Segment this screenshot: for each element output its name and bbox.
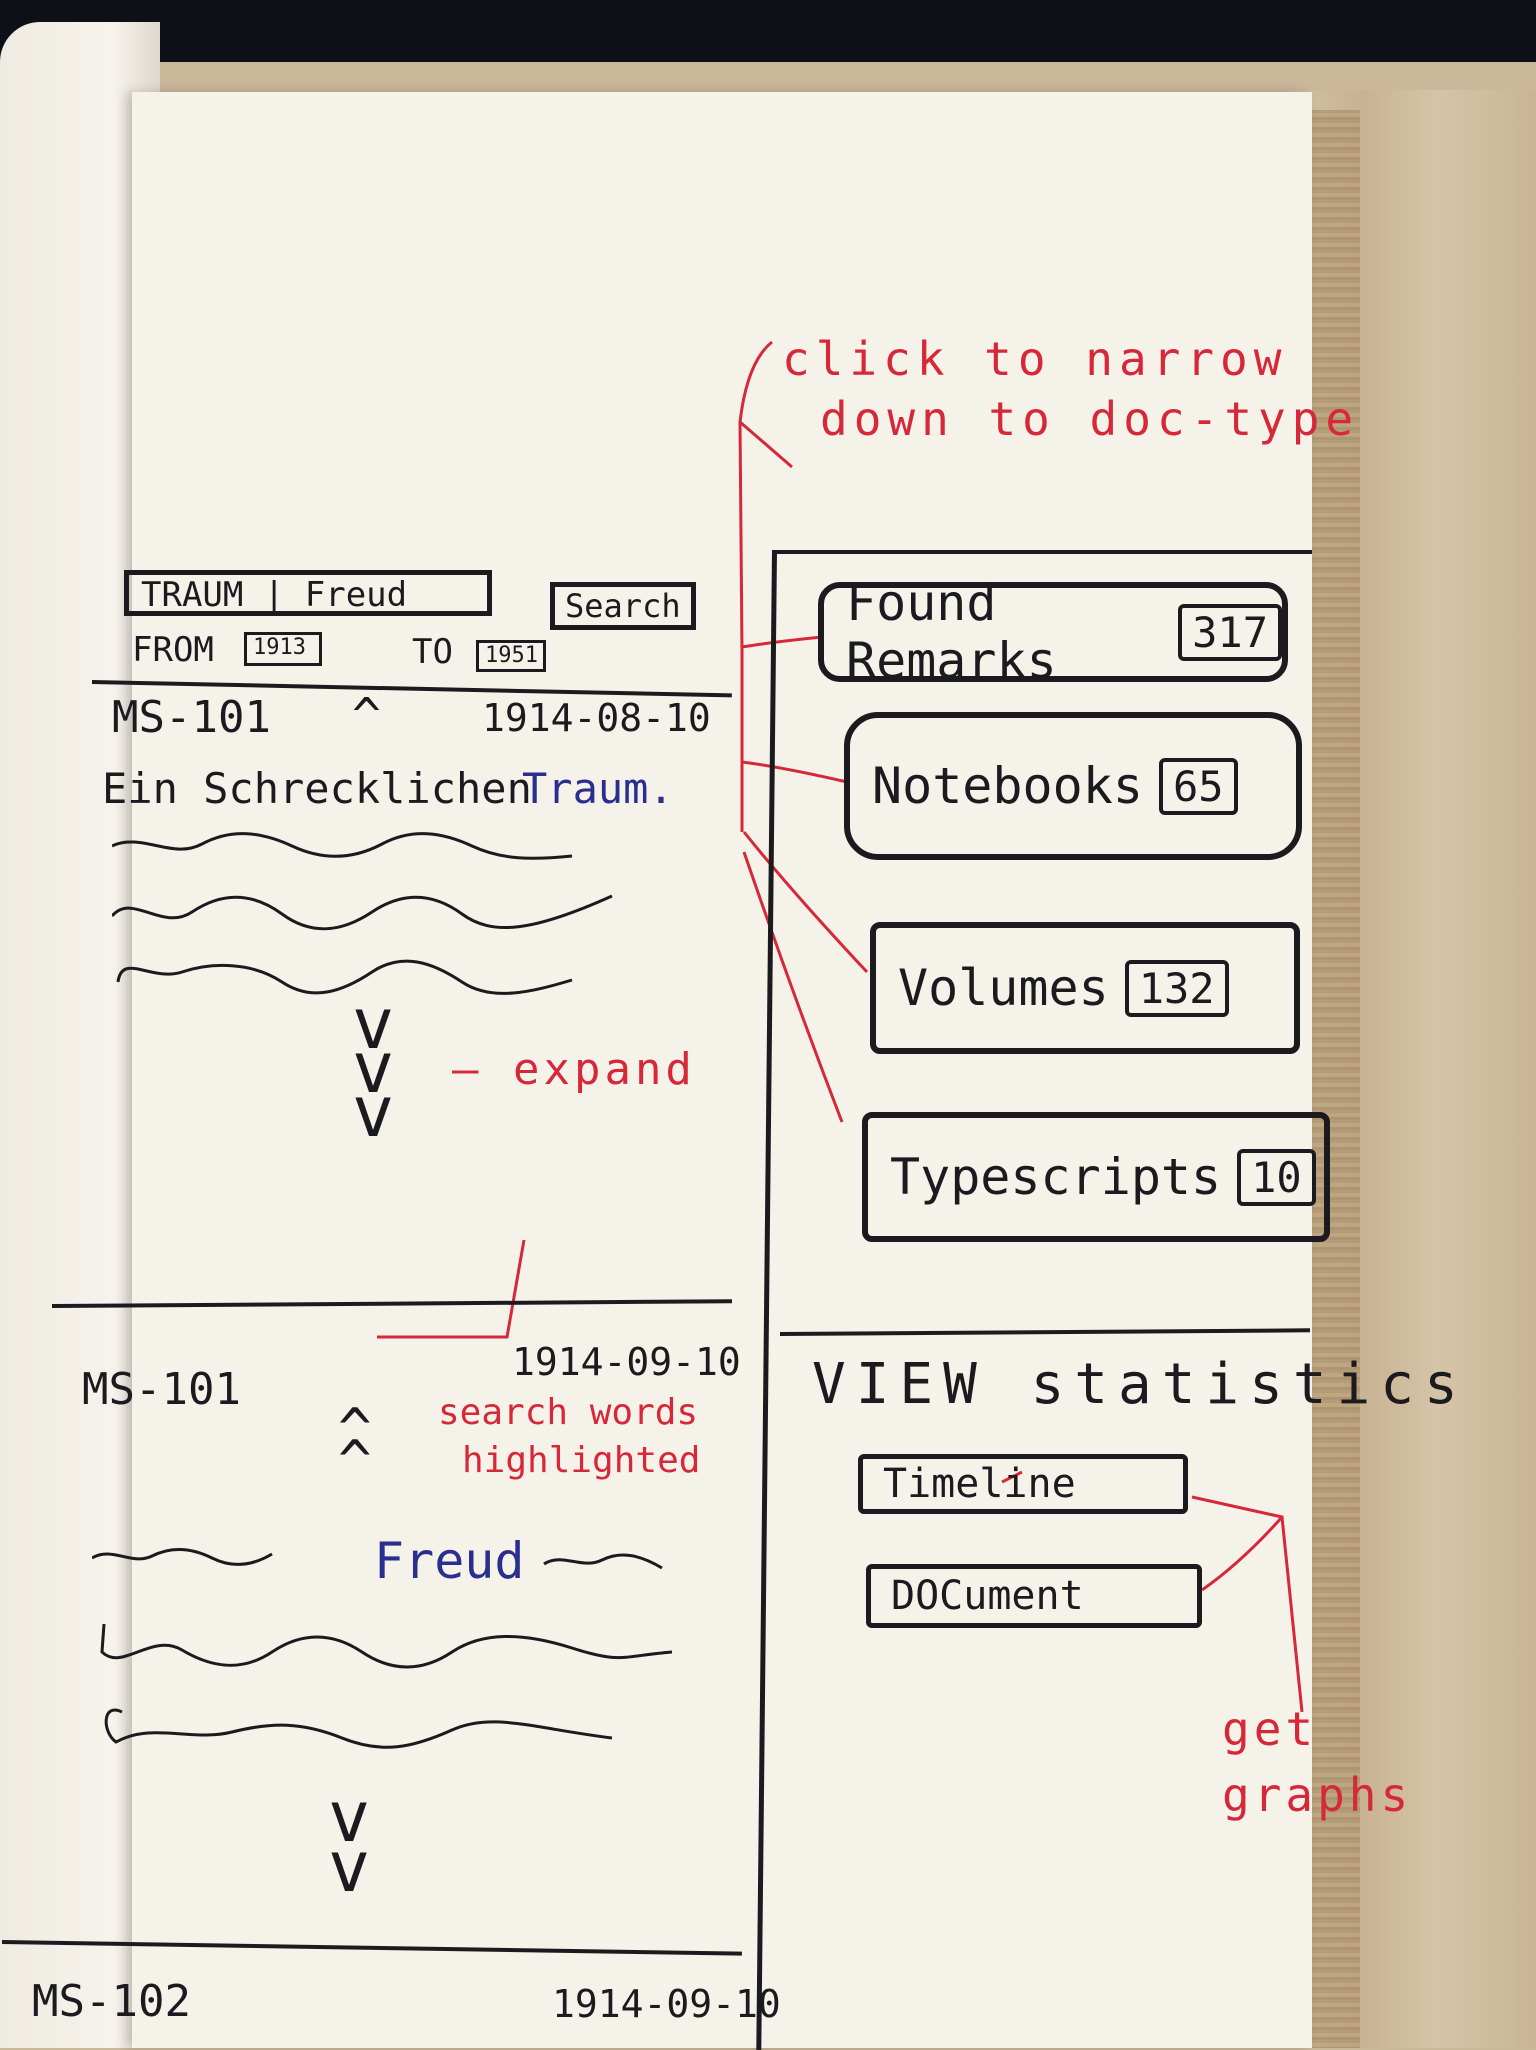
filter-count: 10: [1237, 1148, 1316, 1206]
panel-divider: [756, 549, 777, 2050]
to-label: TO: [412, 632, 453, 672]
result-id: MS-101: [82, 1364, 241, 1415]
statistics-heading: VIEW statistics: [812, 1352, 1468, 1417]
filter-notebooks[interactable]: Notebooks 65: [844, 712, 1302, 860]
search-button-label: Search: [565, 587, 681, 625]
expand-annotation: — expand: [452, 1044, 696, 1095]
from-label: FROM: [132, 630, 214, 670]
statistics-divider: [779, 1328, 1311, 1336]
filter-label: Typescripts: [890, 1148, 1222, 1206]
doc-type-annotation-line2: down to doc-type: [820, 392, 1360, 446]
background-shadow: [0, 0, 1536, 62]
sketch-page: click to narrow down to doc-type TRAUM |…: [1, 92, 1458, 2050]
from-year-input[interactable]: 1913: [244, 632, 322, 666]
result-divider: [51, 1299, 732, 1308]
result-date: 1914-08-10: [482, 696, 711, 740]
filter-count: 132: [1124, 959, 1229, 1017]
filter-label: Volumes: [898, 959, 1109, 1017]
filter-volumes[interactable]: Volumes 132: [870, 922, 1300, 1054]
filter-typescripts[interactable]: Typescripts 10: [862, 1112, 1330, 1242]
to-year-value: 1951: [485, 643, 538, 668]
document-button[interactable]: DOCument: [866, 1564, 1202, 1628]
text-placeholder-lines: [112, 832, 613, 995]
filter-label: Found Remarks: [846, 574, 1057, 690]
result-highlight-word: Freud: [374, 1532, 525, 1590]
text-placeholder-lines: [92, 1547, 673, 1749]
filter-label: Notebooks: [872, 757, 1143, 815]
to-year-input[interactable]: 1951: [476, 640, 546, 672]
doc-type-annotation-line1: click to narrow: [782, 332, 1288, 386]
document-button-label: DOCument: [891, 1573, 1084, 1619]
timeline-button[interactable]: Timeline: [858, 1454, 1188, 1514]
chevron-up-icon[interactable]: ^: [352, 688, 381, 744]
search-query-text: TRAUM | Freud: [141, 575, 408, 615]
highlight-annotation-line2: highlighted: [462, 1440, 701, 1481]
panel-top-border: [772, 550, 1312, 554]
filter-count: 65: [1158, 757, 1238, 815]
chevron-up-icon[interactable]: ^^: [338, 1397, 372, 1494]
highlight-annotation-line1: search words: [438, 1392, 699, 1433]
from-year-value: 1913: [253, 635, 306, 660]
graphs-annotation-line2: graphs: [1222, 1768, 1413, 1822]
search-button[interactable]: Search: [550, 582, 696, 630]
result-date: 1914-09-10: [512, 1340, 741, 1384]
result-excerpt-highlight: Traum.: [522, 764, 674, 813]
result-excerpt-text: Ein Schrecklichen: [102, 764, 532, 813]
result-id: MS-101: [112, 692, 271, 743]
result-date: 1914-09-10: [552, 1982, 781, 2026]
graphs-annotation-line1: get: [1222, 1702, 1318, 1756]
filter-found-remarks[interactable]: Found Remarks 317: [818, 574, 1288, 690]
result-id: MS-102: [32, 1976, 191, 2027]
search-input[interactable]: TRAUM | Freud: [124, 570, 492, 616]
timeline-button-label: Timeline: [883, 1461, 1076, 1507]
cork-board-edge: [1310, 110, 1360, 2048]
filter-count: 317: [1178, 603, 1282, 661]
